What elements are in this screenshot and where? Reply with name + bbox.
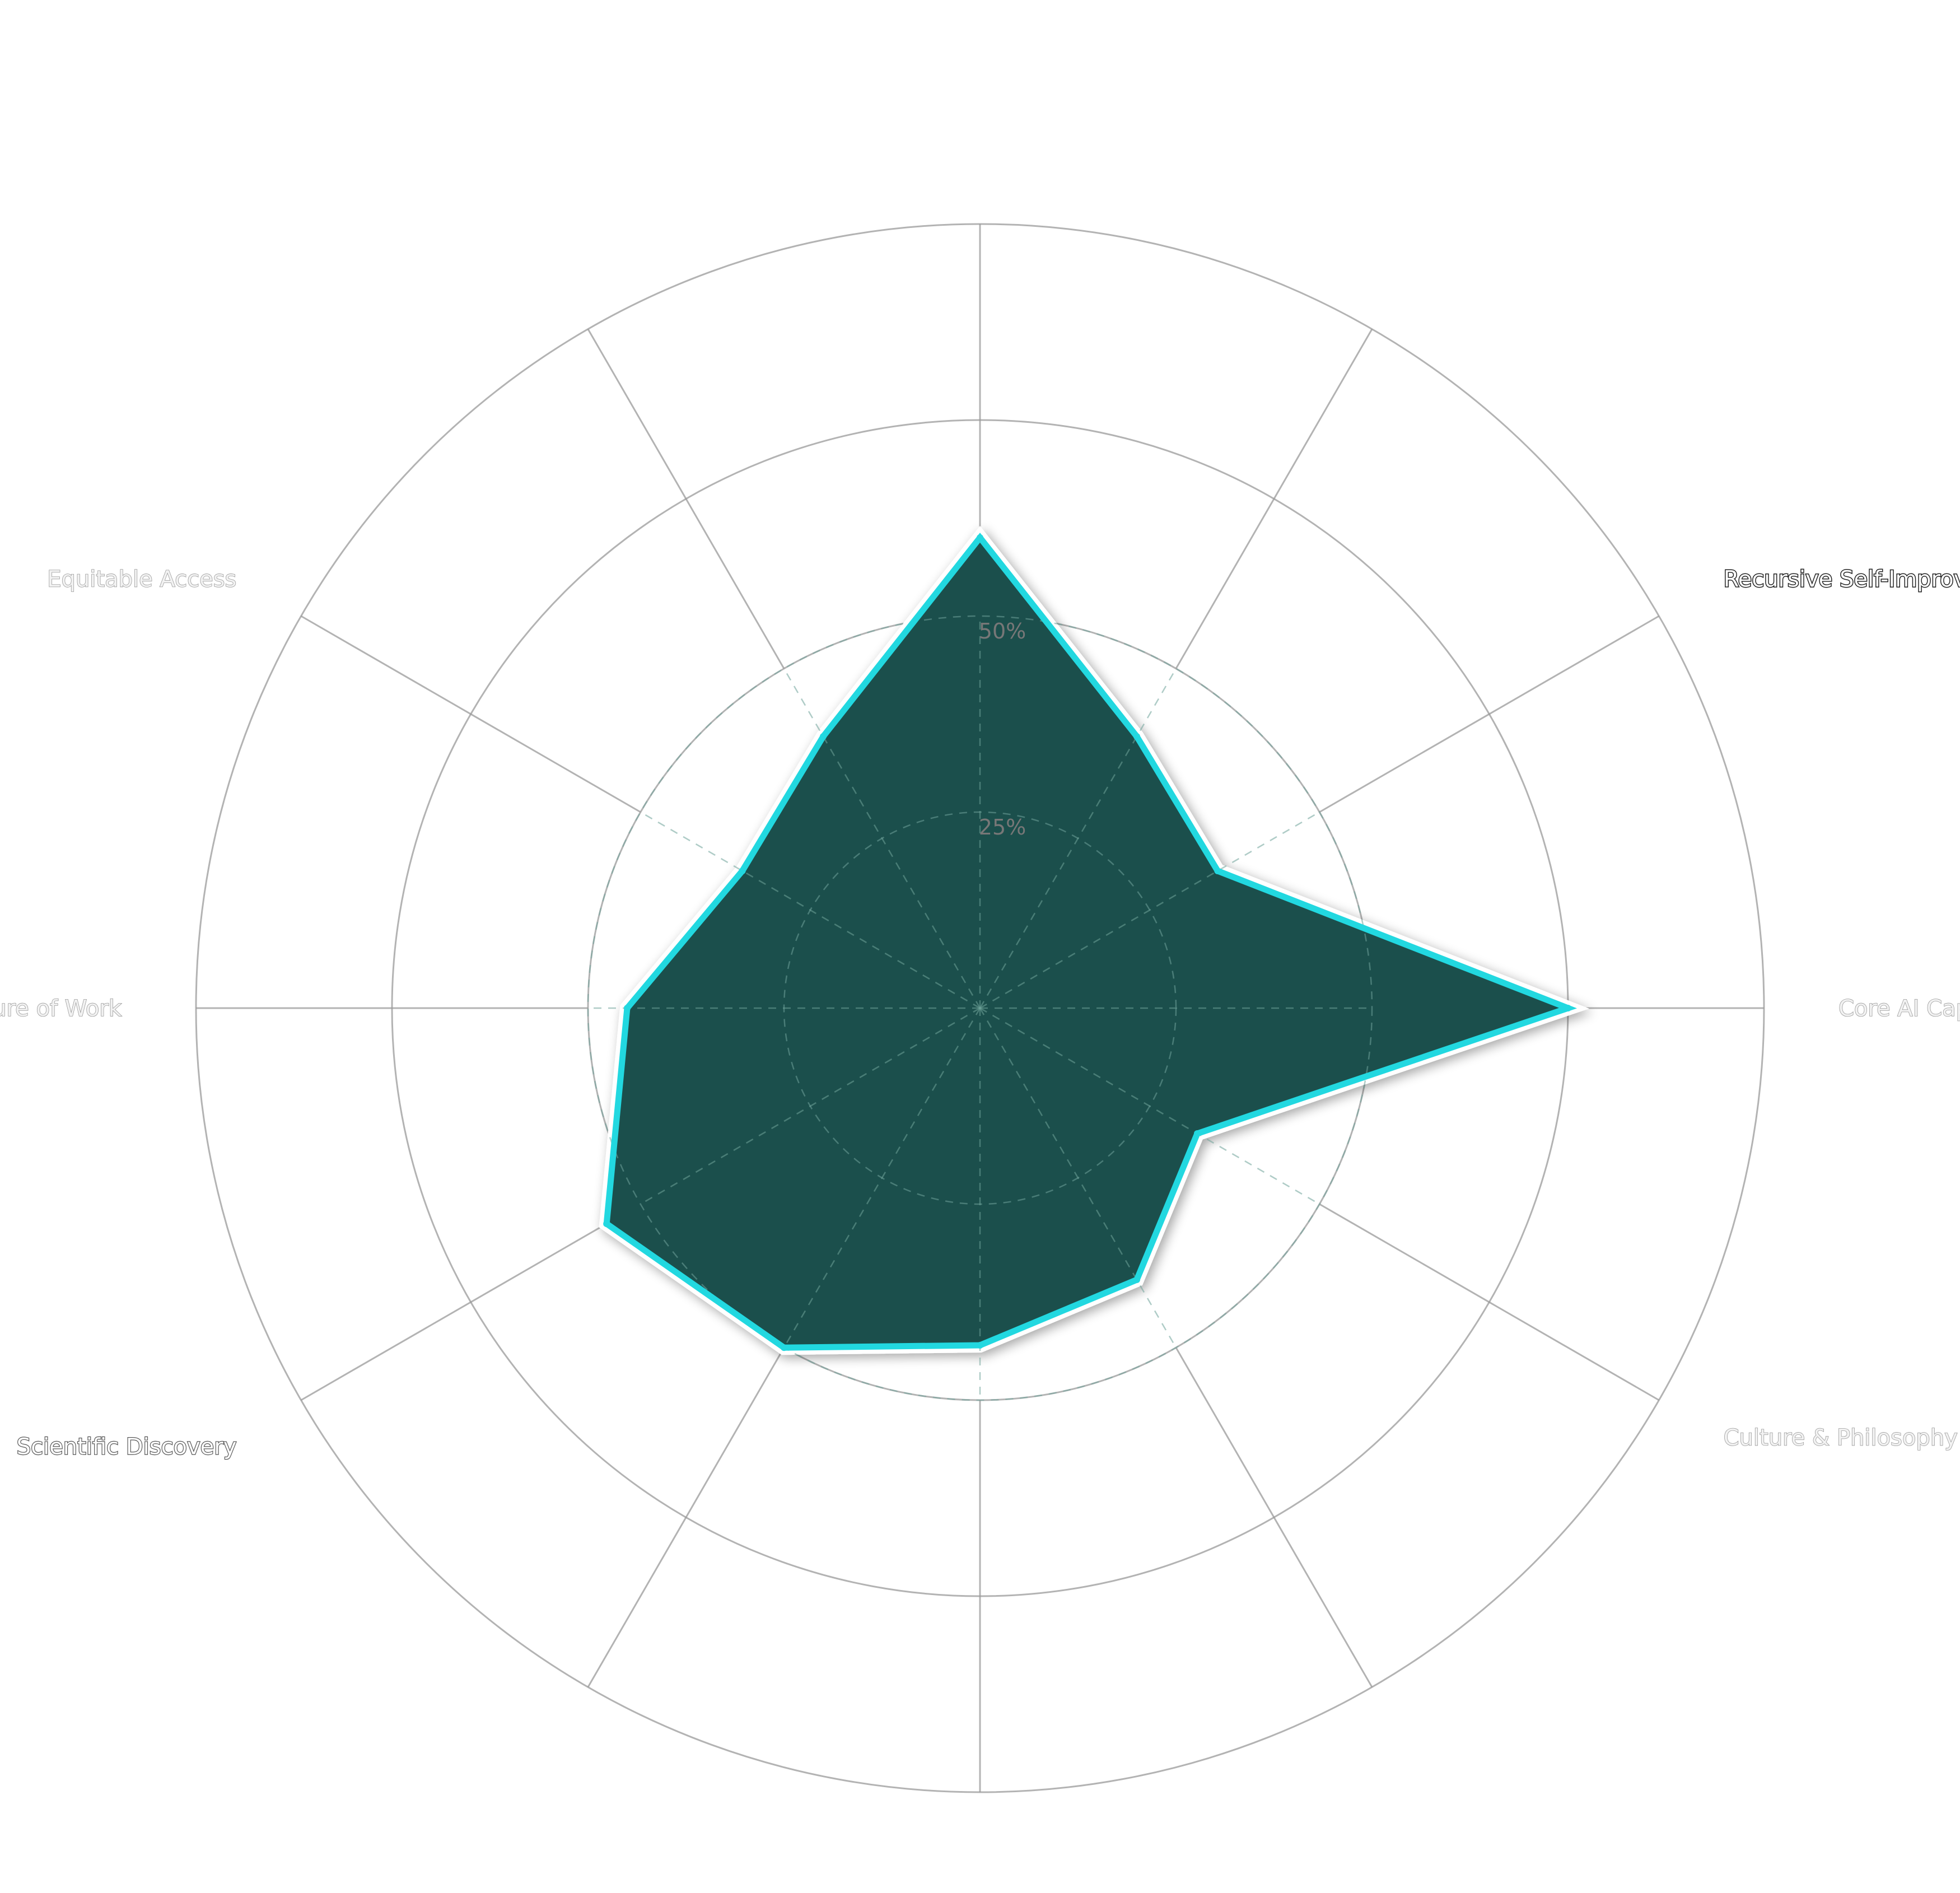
axis-label-3: Core AI Capability: [1838, 996, 1960, 1022]
grid-layer: [195, 223, 1765, 1793]
grid-spoke-8: [300, 1203, 641, 1401]
grid-spoke-1: [1175, 328, 1373, 669]
grid-spoke-11: [587, 328, 785, 669]
data-point-2: [1214, 868, 1221, 874]
axis-label-8: Scientific Discovery: [17, 1434, 237, 1460]
data-point-11: [820, 733, 827, 740]
grid-spoke-2: [1319, 615, 1660, 813]
data-point-3: [1565, 1005, 1571, 1011]
axis-label-9: Future of Work: [0, 996, 122, 1022]
grid-spoke-5: [1175, 1347, 1373, 1688]
data-point-7: [781, 1344, 787, 1351]
data-point-5: [1133, 1276, 1140, 1283]
grid-spoke-4: [1319, 1203, 1660, 1401]
data-polygon-fill: [606, 538, 1568, 1348]
axis-label-2: Recursive Self-Improvement: [1724, 567, 1960, 593]
inner-spoke-7: [783, 1008, 981, 1348]
inner-spoke-11: [783, 668, 981, 1009]
inner-spoke-2: [979, 811, 1320, 1009]
data-point-6: [977, 1342, 983, 1349]
grid-spoke-10: [300, 615, 641, 813]
inner-spoke-1: [979, 668, 1177, 1009]
data-point-9: [624, 1005, 631, 1011]
axis-label-10: Equitable Access: [47, 567, 236, 593]
inner-ring-50: [587, 615, 1373, 1401]
radial-tick-label-25: 25%: [979, 815, 1026, 840]
axis-label-4: Culture & Philosophy: [1724, 1425, 1958, 1451]
data-point-0: [977, 534, 983, 541]
inner-spoke-4: [979, 1007, 1320, 1205]
data-point-10: [739, 868, 746, 874]
radial-tick-label-50: 50%: [979, 619, 1026, 644]
inner-spoke-10: [640, 811, 981, 1009]
inner-spoke-5: [979, 1008, 1177, 1348]
data-point-1: [1133, 733, 1140, 740]
data-layer: 25% 50%: [587, 526, 1589, 1401]
data-point-4: [1193, 1130, 1201, 1137]
inner-spoke-8: [640, 1007, 981, 1205]
grid-spoke-7: [587, 1347, 785, 1688]
data-point-8: [603, 1220, 610, 1227]
label-layer: Recursive Self-ImprovementCore AI Capabi…: [0, 566, 1960, 1461]
